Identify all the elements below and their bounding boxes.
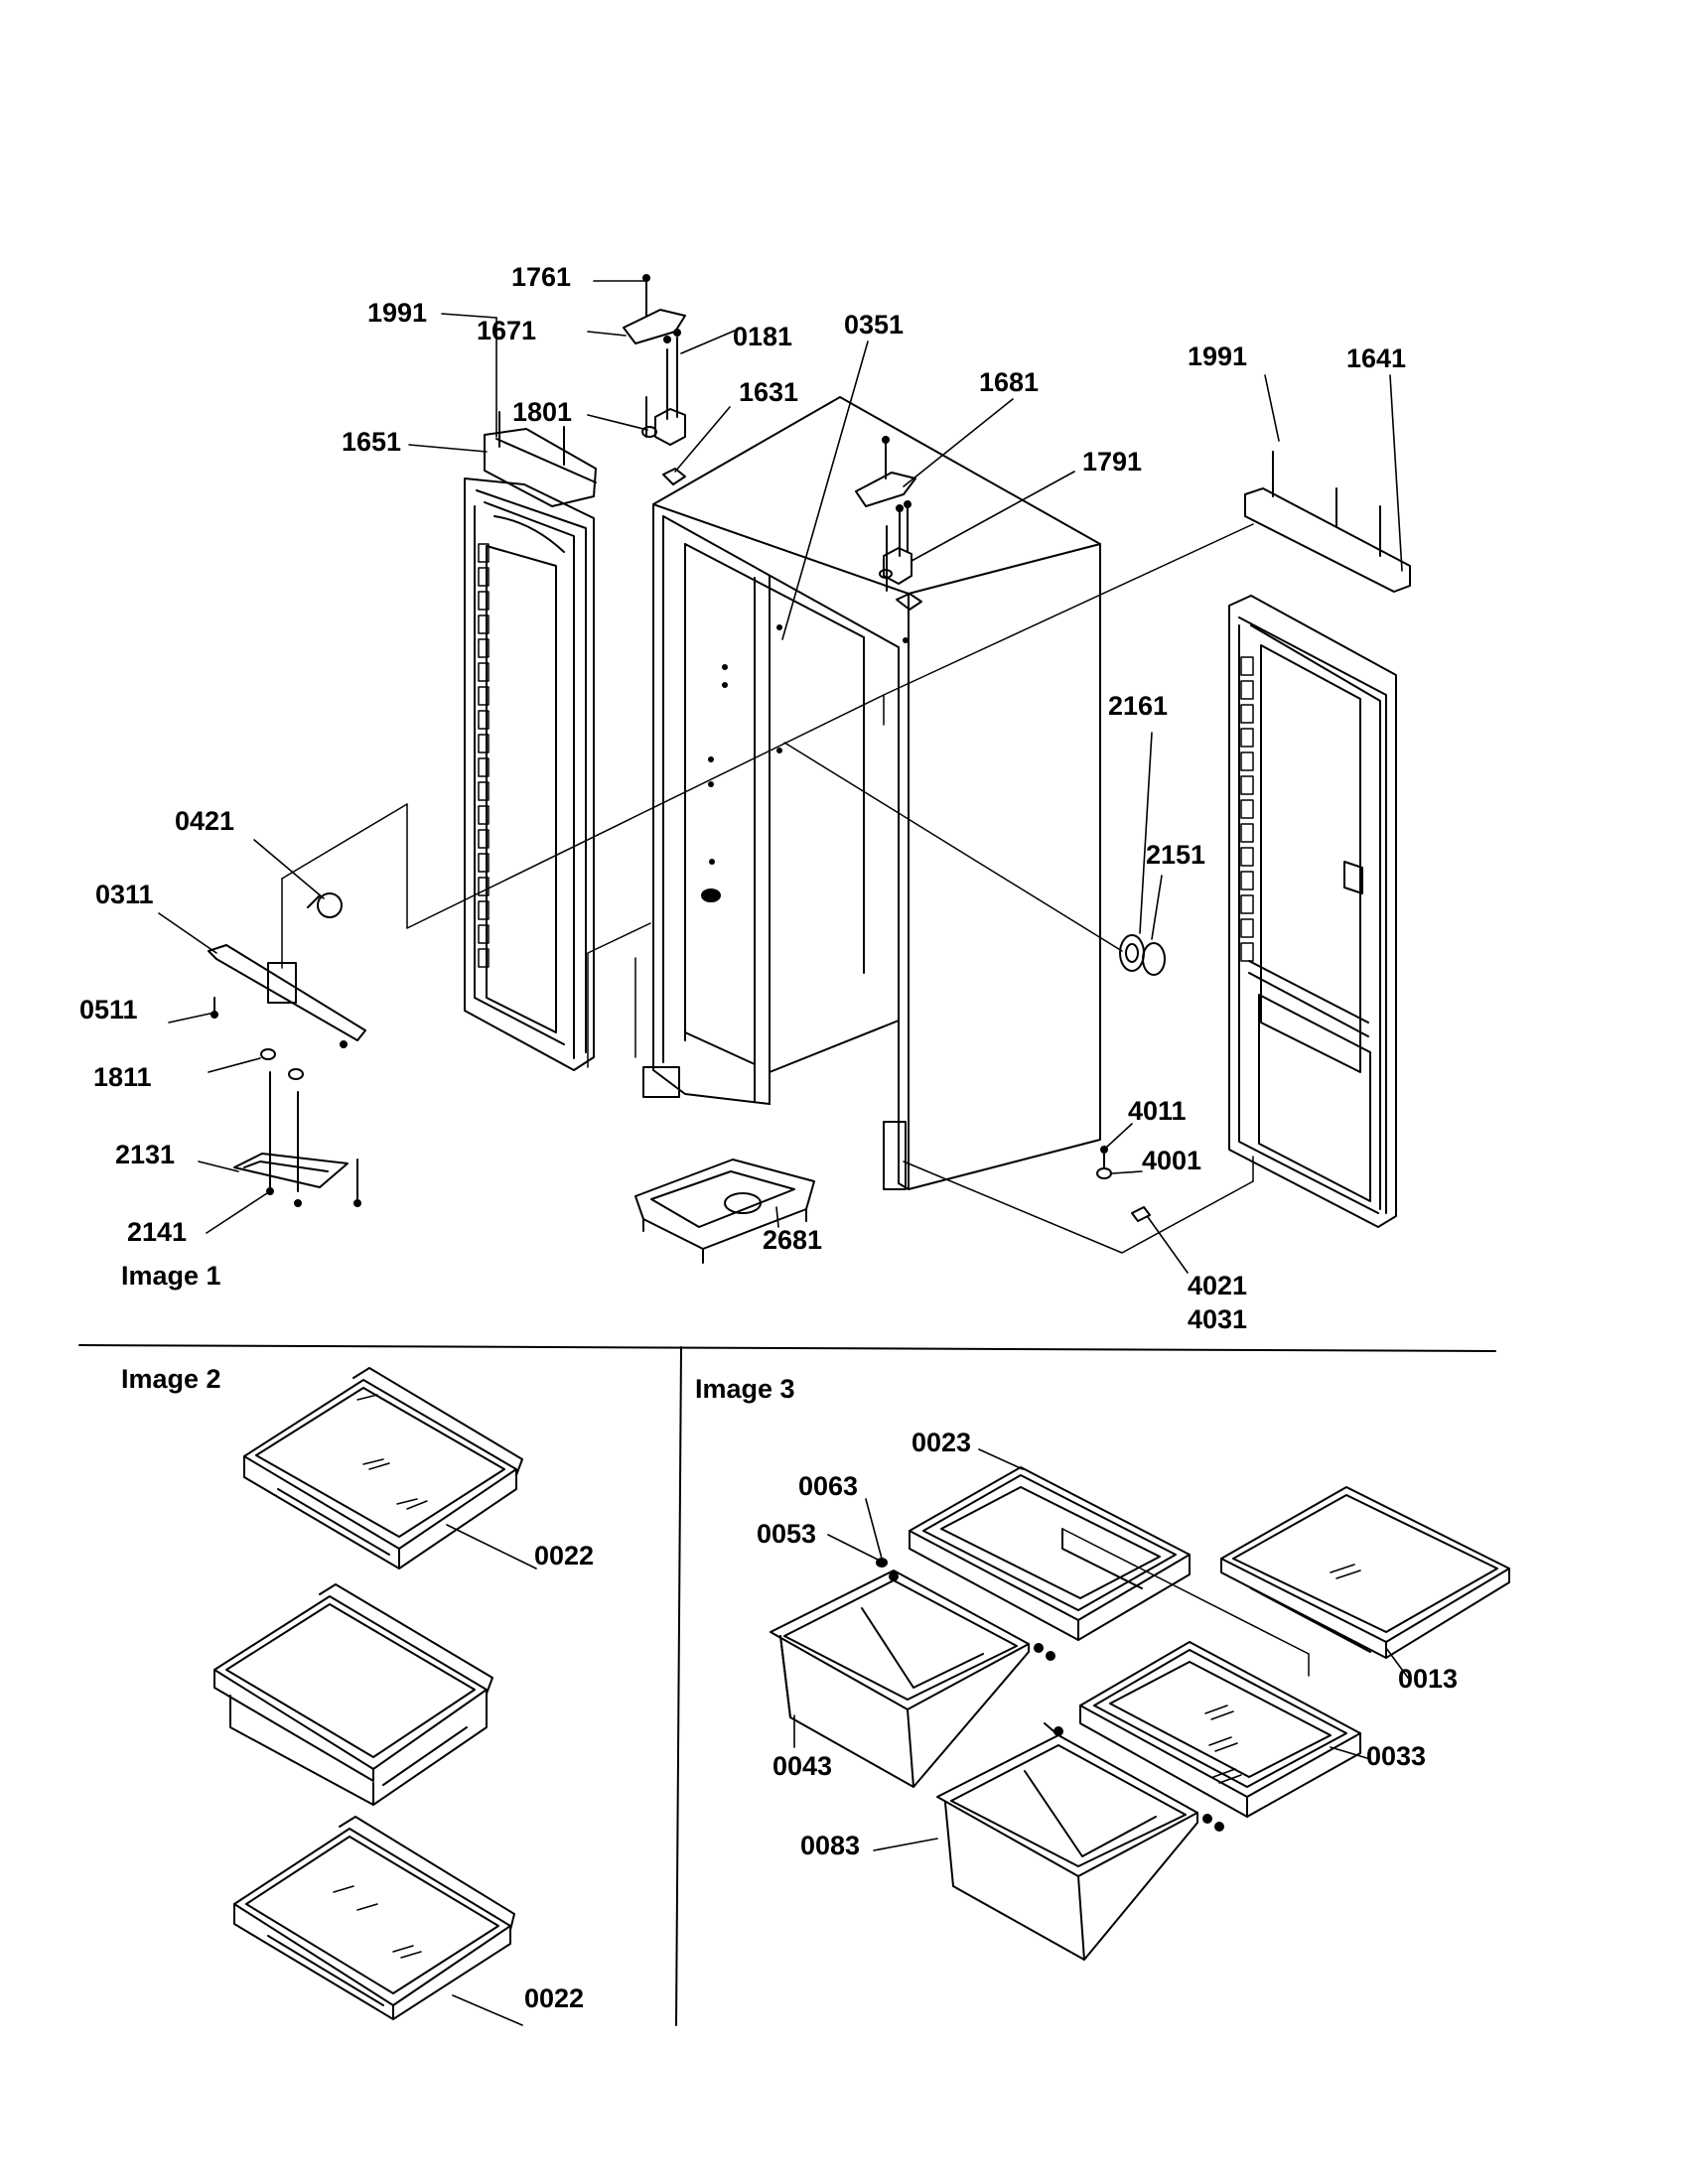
section-title-image3: Image 3 (695, 1374, 795, 1404)
part-label-1991-left: 1991 (367, 298, 428, 328)
part-label-2681: 2681 (763, 1225, 823, 1255)
part-label-4011: 4011 (1128, 1096, 1187, 1126)
part-label-2131: 2131 (115, 1140, 176, 1169)
part-label-0421: 0421 (175, 806, 235, 836)
divider-horizontal (79, 1345, 1495, 1351)
part-label-1811: 1811 (93, 1062, 152, 1092)
left-door-bins (479, 544, 489, 967)
part-label-0063: 0063 (798, 1471, 859, 1501)
section-title-image1: Image 1 (121, 1261, 221, 1291)
assembly-lines (282, 524, 1253, 1253)
right-door (1229, 452, 1410, 1227)
image2-shelves (214, 1368, 536, 2025)
part-label-0351: 0351 (844, 310, 905, 340)
top-hinge-left-parts (624, 275, 685, 484)
part-label-4031: 4031 (1188, 1304, 1248, 1334)
cabinet-outline (643, 397, 1100, 1189)
right-door-bins (1241, 657, 1253, 961)
part-label-0053: 0053 (757, 1519, 817, 1549)
left-door (465, 412, 596, 1070)
part-label-1671: 1671 (477, 316, 537, 345)
top-hinge-right-parts (856, 437, 921, 610)
part-label-0511: 0511 (79, 995, 138, 1024)
part-label-0022-top: 0022 (534, 1541, 595, 1570)
part-label-2151: 2151 (1146, 840, 1206, 870)
image3-drawers (771, 1449, 1509, 1960)
part-label-2161: 2161 (1108, 691, 1169, 721)
part-label-0043: 0043 (772, 1751, 833, 1781)
part-label-0022-bottom: 0022 (524, 1983, 585, 2013)
part-label-1681: 1681 (979, 367, 1040, 397)
cabinet-screws (708, 624, 909, 865)
part-label-2141: 2141 (127, 1217, 188, 1247)
part-label-1791: 1791 (1082, 447, 1143, 477)
part-label-0013: 0013 (1398, 1664, 1459, 1694)
part-label-0083: 0083 (800, 1831, 861, 1860)
part-label-1641: 1641 (1346, 343, 1407, 373)
part-label-1761: 1761 (511, 262, 572, 292)
part-label-0181: 0181 (733, 322, 793, 351)
divider-vertical (676, 1347, 681, 2025)
part-label-4001: 4001 (1142, 1146, 1202, 1175)
part-label-0023: 0023 (912, 1428, 972, 1457)
part-label-0033: 0033 (1366, 1741, 1427, 1771)
part-label-1631: 1631 (739, 377, 799, 407)
section-title-image2: Image 2 (121, 1364, 221, 1394)
right-small-parts (1097, 935, 1165, 1221)
part-label-4021: 4021 (1188, 1271, 1248, 1300)
part-label-1801: 1801 (512, 397, 573, 427)
leader-lines (159, 281, 1402, 1273)
bottom-left-parts (209, 893, 365, 1206)
part-label-1651: 1651 (342, 427, 402, 457)
part-label-0311: 0311 (95, 880, 154, 909)
drip-tray (635, 1160, 814, 1263)
part-label-1991-right: 1991 (1188, 341, 1248, 371)
